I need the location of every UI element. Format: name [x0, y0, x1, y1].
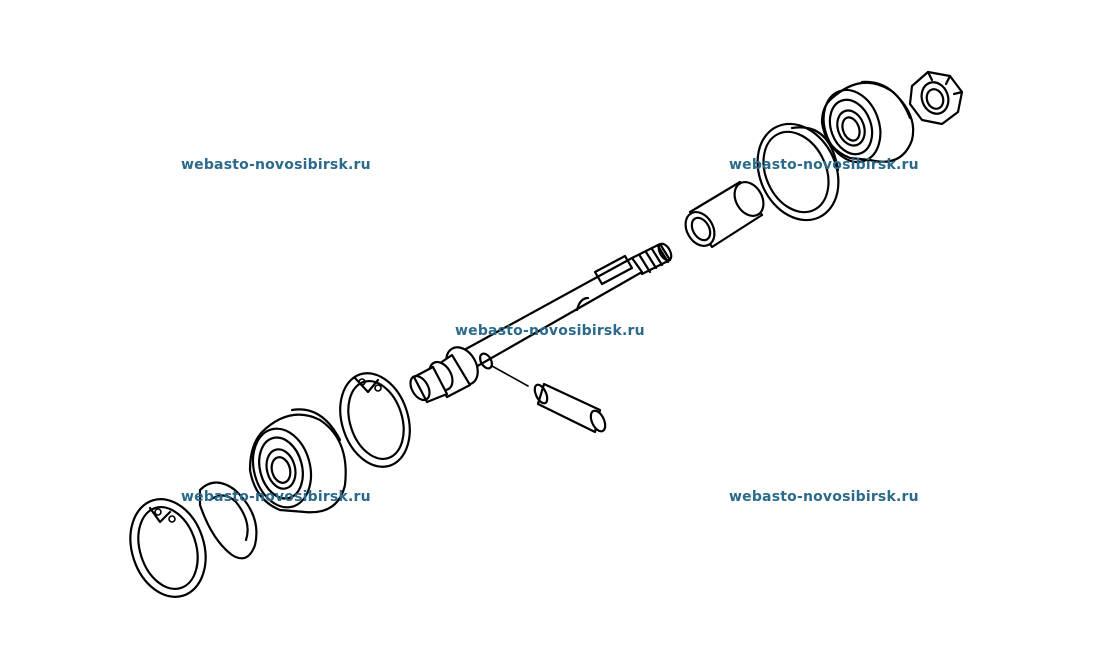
- shaft: [409, 242, 673, 404]
- bearing-left: [248, 408, 347, 514]
- sleeve: [684, 180, 765, 249]
- watermark-text: webasto-novosibirsk.ru: [729, 489, 919, 505]
- spacer-ring: [198, 481, 258, 560]
- circlip-left: [129, 498, 207, 598]
- watermark-text: webasto-novosibirsk.ru: [181, 489, 371, 505]
- washer: [756, 122, 840, 222]
- watermark-text: webasto-novosibirsk.ru: [729, 157, 919, 173]
- watermark-text: webasto-novosibirsk.ru: [455, 323, 645, 339]
- bearing-right: [820, 80, 915, 164]
- circlip-middle: [339, 372, 411, 468]
- watermark-text: webasto-novosibirsk.ru: [181, 157, 371, 173]
- nut: [908, 70, 964, 126]
- pin: [533, 382, 607, 434]
